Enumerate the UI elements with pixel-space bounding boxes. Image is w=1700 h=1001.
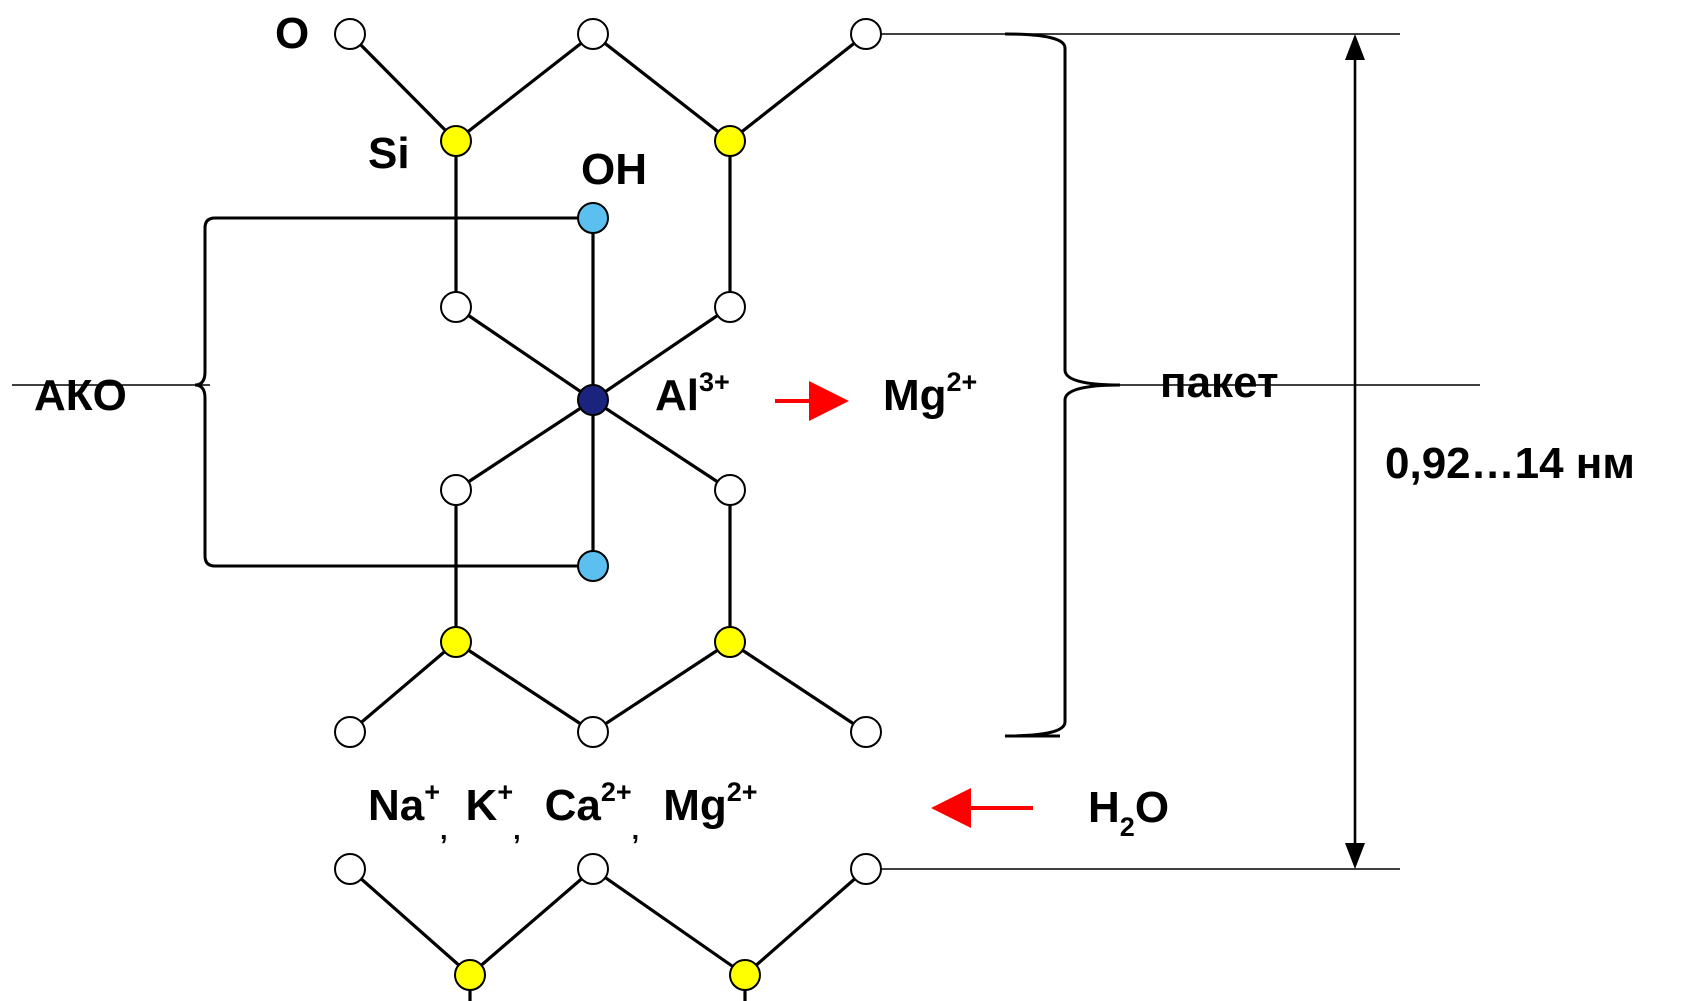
sodium-charge: + [424,777,440,807]
oxygen-atom [334,853,366,885]
silicon-atom [714,626,746,658]
reference-lines [12,33,1480,870]
comma: , [513,815,521,845]
silicon-atom [714,125,746,157]
aluminium-atom [577,384,609,416]
spacing-dimension-arrow [1345,34,1365,869]
magnesium-interlayer-symbol: Mg [663,781,727,830]
aluminium-charge: 3+ [699,367,730,397]
ako-bracket [194,216,595,568]
magnesium-label: Mg2+ [883,367,977,420]
water-h: H [1088,783,1120,832]
calcium-symbol: Ca [545,781,602,830]
next-layer-bonds [348,867,868,1001]
oxygen-atom [577,18,609,50]
comma: , [440,815,448,845]
silicon-label: Si [368,129,410,178]
oxygen-atom [850,853,882,885]
packet-brace [1004,32,1121,738]
upper-tetrahedral-bonds [348,32,868,309]
spacing-label: 0,92…14 нм [1385,439,1635,488]
oxygen-atom [577,853,609,885]
oxygen-atom [577,716,609,748]
hydroxyl-label: OH [581,145,647,194]
water-label: H2O [1088,783,1169,842]
interlayer-cations-label: Na+,K+,Ca2+,Mg2+ [368,777,758,845]
potassium-charge: + [497,777,513,807]
calcium-charge: 2+ [601,777,632,807]
water-subscript: 2 [1120,812,1135,842]
packet-label: пакет [1160,358,1279,407]
oxygen-label: O [275,9,309,58]
oxygen-atom [850,18,882,50]
silicon-atom [440,626,472,658]
lower-tetrahedral-bonds [348,488,868,734]
aluminium-label: Al3+ [655,367,730,420]
oxygen-atom [334,18,366,50]
oxygen-atom [334,716,366,748]
oxygen-atom [714,291,746,323]
silicon-atom [454,959,486,991]
oxygen-atom [850,716,882,748]
water-o: O [1135,783,1169,832]
magnesium-charge: 2+ [947,367,978,397]
sodium-symbol: Na [368,781,425,830]
ako-label: АКО [34,371,127,420]
aluminium-symbol: Al [655,371,699,420]
comma: , [632,815,640,845]
hydroxyl-atoms [577,202,609,582]
magnesium-interlayer-charge: 2+ [727,777,758,807]
potassium-symbol: K [466,781,498,830]
hydroxyl-atom [577,202,609,234]
oxygen-atoms [334,18,882,885]
oxygen-atom [440,474,472,506]
silicon-atoms [440,125,761,991]
silicon-atom [440,125,472,157]
magnesium-symbol: Mg [883,371,947,420]
silicon-atom [729,959,761,991]
oxygen-atom [440,291,472,323]
oxygen-atom [714,474,746,506]
hydroxyl-atom [577,550,609,582]
